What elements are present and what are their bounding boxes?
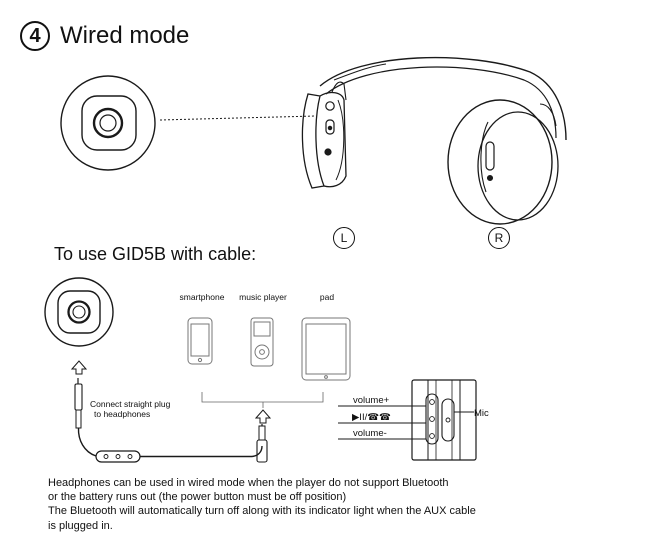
headphones-illustration	[301, 56, 567, 225]
connect-note-line: Connect straight plug	[90, 399, 171, 409]
page-header: 4 Wired mode	[20, 18, 189, 54]
remote-control-diagram	[338, 379, 477, 461]
instruction-line: or the battery runs out (the power butto…	[48, 491, 347, 504]
device-label-smartphone: smartphone	[179, 292, 225, 302]
instructions-text: Headphones can be used in wired mode whe…	[48, 476, 648, 533]
jack-socket-zoom-top	[60, 75, 156, 171]
left-side-marker: L	[333, 227, 355, 249]
zoom-pointer-line	[159, 115, 317, 121]
play-pause-call-label: ▶II/☎☎	[352, 412, 391, 423]
arrow-up-icon	[70, 360, 88, 375]
mic-label: Mic	[474, 408, 489, 419]
device-label-pad: pad	[319, 292, 335, 302]
instruction-line: Headphones can be used in wired mode whe…	[48, 477, 449, 489]
page-title: Wired mode	[60, 22, 190, 49]
connect-note-line: to headphones	[94, 409, 151, 419]
instruction-line: The Bluetooth will automatically turn of…	[48, 505, 476, 518]
volume-down-label: volume-	[353, 428, 387, 439]
smartphone-icon	[187, 317, 213, 365]
connect-plug-note: Connect straight plug to headphones	[90, 399, 170, 419]
volume-up-label: volume+	[353, 395, 390, 406]
music-player-icon	[250, 317, 274, 367]
inline-remote	[95, 450, 141, 463]
jack-socket-zoom-bottom	[44, 277, 114, 347]
right-side-marker: R	[488, 227, 510, 249]
tablet-icon	[301, 317, 351, 381]
angled-plug	[251, 424, 268, 463]
arrow-up-icon	[254, 409, 272, 424]
section-heading: To use GID5B with cable:	[54, 244, 257, 264]
step-number-badge: 4	[20, 21, 50, 51]
instruction-line: is plugged in.	[48, 519, 113, 532]
straight-plug	[74, 378, 97, 457]
device-label-music-player: music player	[239, 292, 287, 302]
